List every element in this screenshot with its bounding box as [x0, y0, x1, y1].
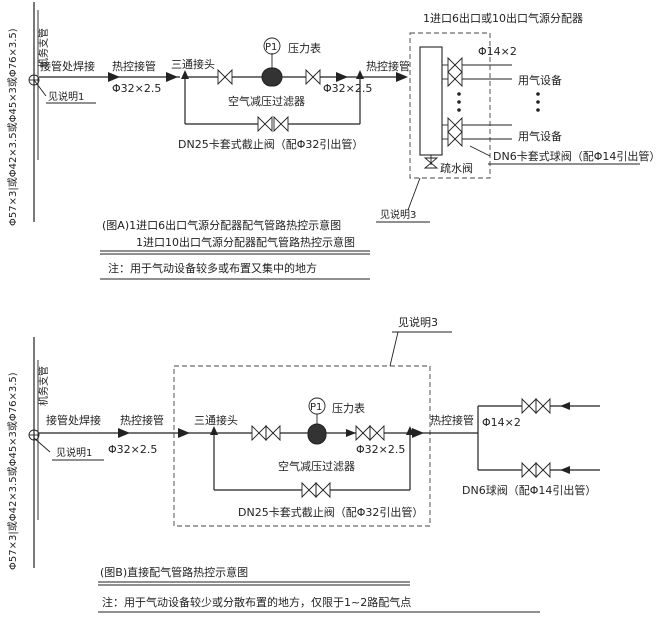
filter-label-b: 空气减压过滤器 [278, 459, 355, 473]
tee-arrow-up-a2 [356, 70, 364, 79]
note1-ref-b: 见说明1 [56, 446, 92, 459]
drain-valve-icon-a [423, 157, 439, 169]
note3-leader-a [407, 177, 421, 211]
flow-arrow-a1 [108, 72, 120, 82]
diagram-b: Φ57×3|或Φ42×3.5或Φ45×3或Φ76×3.5) 机务支管 见说明1 … [7, 315, 600, 613]
isolation-valve-icon-b2 [355, 424, 371, 442]
isolation-valve-icon-b2b [369, 424, 385, 442]
tee-arrow-up-b [210, 426, 218, 435]
pressure-gauge-icon-a [263, 37, 281, 55]
ball-valve-leader-a [469, 145, 491, 157]
pressure-gauge-icon-b [308, 397, 326, 415]
diagram-a: Φ57×3|或Φ42×3.5或Φ45×3或Φ76×3.5) 机务支管 见说明1 … [7, 2, 660, 280]
flow-arrow-b3 [346, 429, 356, 437]
stop-valve-label-b: DN25卡套式截止阀（配Φ32引出管） [238, 505, 423, 519]
ball-valve-icon-b1b [535, 397, 551, 415]
weld-joint-label-b: 接管处焊接 [46, 413, 101, 427]
outlet-valve-icon-a4 [447, 130, 463, 148]
gas-distributor-header-icon-a [419, 46, 443, 156]
pipe-size-after-a: Φ32×2.5 [323, 82, 372, 95]
ellipsis-dot-a2 [457, 100, 461, 104]
pipe-size-after-b: Φ32×2.5 [356, 443, 405, 456]
hot-pipe-label-a1: 热控接管 [112, 59, 156, 73]
isolation-valve-icon-a2 [305, 68, 321, 86]
pipe-size-label-b: Φ32×2.5 [108, 443, 157, 456]
filter-label-a: 空气减压过滤器 [228, 94, 305, 108]
flow-arrow-b1 [118, 428, 130, 438]
outlet-size-label-a: Φ14×2 [478, 45, 517, 58]
note1-ref-a: 见说明1 [48, 90, 84, 103]
isolation-valve-icon-a1 [217, 68, 233, 86]
ellipsis-dot-a3 [457, 108, 461, 112]
stop-valve-icon-a-b [273, 115, 289, 133]
ellipsis-dot-a1 [457, 92, 461, 96]
distributor-boundary-a [409, 32, 491, 179]
ball-valve-icon-b2 [521, 461, 537, 479]
hot-pipe-label-b1: 热控接管 [120, 413, 164, 427]
tee-label-a: 三通接头 [171, 58, 215, 71]
pressure-gauge-label-b: 压力表 [332, 401, 365, 415]
pressure-gauge-symbol-b: P1 [310, 402, 322, 413]
outlet-valve-icon-a3 [447, 116, 463, 134]
ball-valve-icon-b2b [535, 461, 551, 479]
caption-line1-a: (图A)1进口6出口气源分配器配气管路热控示意图 [102, 218, 341, 232]
hot-pipe-label-b2: 热控接管 [430, 413, 474, 427]
flow-arrow-b6 [560, 466, 570, 474]
ellipsis-dot-a6 [536, 108, 540, 112]
pipe-size-label-a: Φ32×2.5 [112, 82, 161, 95]
isolation-valve-icon-b1b [265, 424, 281, 442]
pressure-gauge-symbol-a: P1 [265, 42, 277, 53]
flow-arrow-b5 [560, 402, 570, 410]
ellipsis-dot-a5 [536, 100, 540, 104]
outlet-valve-icon-a1 [447, 56, 463, 74]
weld-joint-label-a: 接管处焊接 [40, 59, 95, 73]
branch-pipe-label-a: 机务支管 [37, 28, 50, 68]
control-boundary-b [173, 365, 431, 527]
distributor-title-a: 1进口6出口或10出口气源分配器 [423, 11, 583, 25]
hot-pipe-label-a2: 热控接管 [366, 59, 410, 73]
pressure-gauge-label-a: 压力表 [288, 41, 321, 55]
flow-arrow-b4 [412, 428, 424, 438]
drain-valve-label-a: 疏水阀 [440, 161, 473, 175]
filter-body-icon-a [261, 67, 283, 87]
ball-valve-label-a: DN6卡套式球阀（配Φ14引出管） [493, 149, 660, 163]
tee-arrow-up-a [181, 70, 189, 79]
note1-leader-a [33, 79, 47, 97]
note3-ref-b: 见说明3 [398, 315, 438, 329]
outlet-valve-icon-a2 [447, 70, 463, 88]
stop-valve-icon-b-b [315, 481, 331, 499]
note1-leader-b [33, 437, 51, 453]
equipment-label-a2: 用气设备 [518, 129, 562, 143]
flow-arrow-a4 [396, 72, 408, 82]
note-a: 注：用于气动设备较多或布置又集中的地方 [108, 261, 317, 275]
branch-pipe-label-b: 机务支管 [37, 366, 50, 406]
isolation-valve-icon-b1 [251, 424, 267, 442]
ball-valve-label-b: DN6球阀（配Φ14引出管） [462, 483, 596, 497]
filter-body-icon-b [307, 423, 327, 445]
ellipsis-dot-a4 [536, 92, 540, 96]
pipe-spec-label-b: Φ57×3|或Φ42×3.5或Φ45×3或Φ76×3.5) [7, 372, 19, 570]
tee-label-b: 三通接头 [194, 414, 238, 427]
note3-ref-a: 见说明3 [380, 208, 416, 221]
distributor-outlets-a [442, 56, 540, 148]
flow-arrow-a2 [166, 72, 178, 82]
ball-valve-icon-b1 [521, 397, 537, 415]
note3-leader-b [389, 331, 399, 367]
stop-valve-icon-b [301, 481, 317, 499]
outlet-size-label-b: Φ14×2 [482, 416, 521, 429]
stop-valve-icon-a [257, 115, 273, 133]
stop-valve-label-a: DN25卡套式截止阀（配Φ32引出管） [178, 137, 363, 151]
caption-line2-a: 1进口10出口气源分配器配气管路热控示意图 [136, 235, 355, 249]
equipment-label-a1: 用气设备 [518, 73, 562, 87]
caption-b: (图B)直接配气管路热控示意图 [100, 565, 248, 579]
note-b: 注：用于气动设备较少或分散布置的地方，仅限于1~2路配气点 [102, 595, 411, 609]
flow-arrow-b2 [178, 428, 190, 438]
pipe-spec-label-a: Φ57×3|或Φ42×3.5或Φ45×3或Φ76×3.5) [7, 28, 19, 226]
flow-arrow-a3 [336, 72, 348, 82]
